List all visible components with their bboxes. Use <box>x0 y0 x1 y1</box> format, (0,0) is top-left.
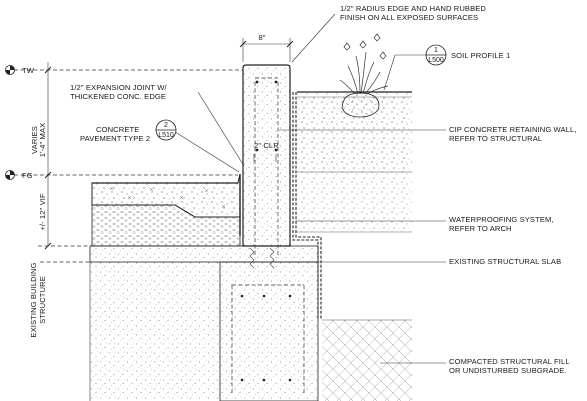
wall-width-dimension <box>239 38 294 62</box>
compacted-fill <box>322 319 412 401</box>
dim-varies-1: VARIES <box>30 126 39 154</box>
dimension-lines <box>38 62 90 263</box>
plant-icon <box>339 33 389 118</box>
note-concrete-2: PAVEMENT TYPE 2 <box>80 134 150 143</box>
section-tag-icon <box>425 44 447 66</box>
cip-retaining-wall <box>242 64 291 269</box>
elevation-marker-tw <box>5 65 243 75</box>
note-cip-wall-2: REFER TO STRUCTURAL <box>449 134 542 143</box>
note-soil-profile: SOIL PROFILE 1 <box>451 51 510 60</box>
elevation-fg-label: FG <box>22 171 33 180</box>
note-expansion-1: 1/2" EXPANSION JOINT W/ <box>70 83 167 92</box>
note-cip-wall-1: CIP CONCRETE RETAINING WALL, <box>449 125 577 134</box>
pavement-callout-num: 2 <box>164 122 168 129</box>
dim-varies-2: 1'-4" MAX <box>38 123 47 158</box>
note-fill-2: OR UNDISTURBED SUBGRADE. <box>449 366 567 375</box>
note-radius-edge-2: FINISH ON ALL EXPOSED SURFACES <box>340 13 478 22</box>
pavement-callout-sheet: L510 <box>158 132 174 139</box>
soil-callout-sheet: L500 <box>428 57 444 64</box>
side-label-building-2: STRUCTURE <box>38 276 47 324</box>
waterproofing-system <box>292 92 322 320</box>
existing-structural-slab <box>89 245 319 401</box>
note-fill-1: COMPACTED STRUCTURAL FILL <box>449 357 570 366</box>
side-label-building-1: EXISTING BUILDING <box>29 262 38 337</box>
existing-building-structure <box>89 262 220 401</box>
section-tag-icon <box>155 119 177 141</box>
note-existing-slab: EXISTING STRUCTURAL SLAB <box>449 257 561 266</box>
note-radius-edge-1: 1/2" RADIUS EDGE AND HAND RUBBED <box>340 4 486 13</box>
note-expansion-2: THICKENED CONC. EDGE <box>70 92 166 101</box>
soil-callout-num: 1 <box>434 47 438 54</box>
wall-width-label: 8" <box>258 33 265 42</box>
note-concrete-1: CONCRETE <box>96 125 139 134</box>
elevation-marker-fg <box>5 170 238 180</box>
note-waterproofing-2: REFER TO ARCH <box>449 224 512 233</box>
leaders <box>171 13 446 364</box>
subsoil <box>297 172 412 233</box>
concrete-pavement <box>91 173 241 247</box>
clr-label: 2" CLR <box>254 141 279 150</box>
note-waterproofing-1: WATERPROOFING SYSTEM, <box>449 215 554 224</box>
elevation-tw-label: TW <box>22 66 35 75</box>
dim-vif: +/- 12" VIF <box>38 193 47 231</box>
